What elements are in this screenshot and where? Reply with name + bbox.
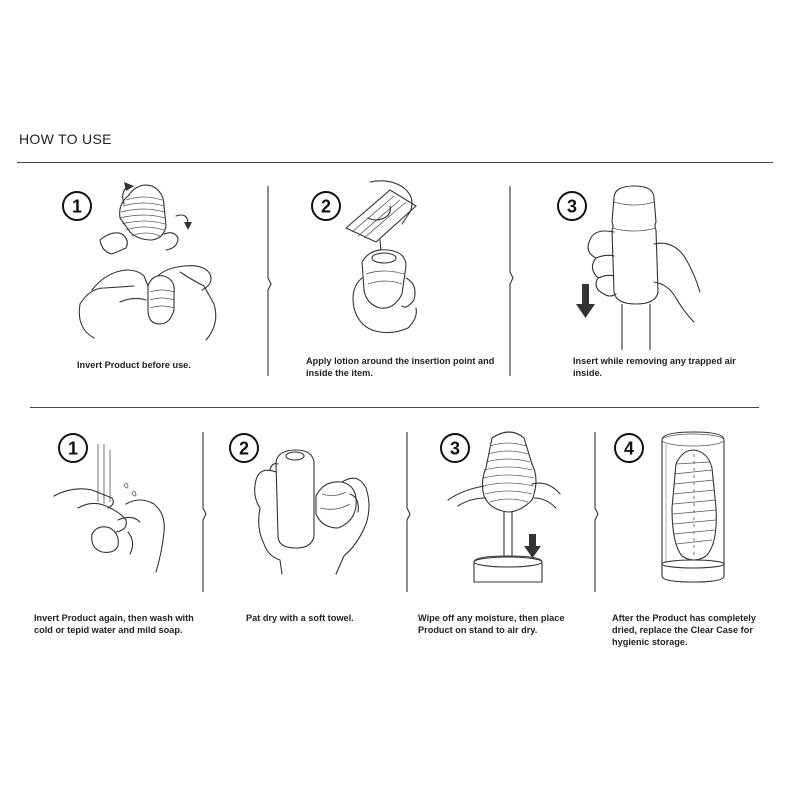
column-separator bbox=[406, 432, 411, 592]
svg-text:1: 1 bbox=[72, 197, 82, 217]
top-divider bbox=[17, 162, 773, 163]
svg-text:3: 3 bbox=[450, 439, 460, 459]
page-title: HOW TO USE bbox=[19, 131, 112, 147]
step-caption: After the Product has completely dried, … bbox=[612, 613, 756, 647]
column-separator bbox=[594, 432, 599, 592]
step-number-badge: 2 bbox=[229, 433, 259, 463]
step-caption: Pat dry with a soft towel. bbox=[246, 613, 354, 623]
column-separator bbox=[509, 186, 514, 376]
invert-product-illustration: 1 bbox=[62, 182, 217, 341]
section-divider bbox=[30, 407, 759, 408]
step-number-badge: 3 bbox=[557, 191, 587, 221]
svg-text:2: 2 bbox=[239, 439, 249, 459]
svg-text:3: 3 bbox=[567, 197, 577, 217]
step-number-badge: 3 bbox=[440, 433, 470, 463]
svg-text:2: 2 bbox=[321, 197, 331, 217]
step-caption: Apply lotion around the insertion point … bbox=[306, 356, 495, 378]
wash-product-illustration: 1 bbox=[53, 433, 165, 573]
step-caption: Insert while removing any trapped air in… bbox=[573, 356, 736, 378]
air-dry-stand-illustration: 3 bbox=[440, 431, 561, 583]
step-caption: Wipe off any moisture, then place Produc… bbox=[418, 613, 565, 635]
column-separator bbox=[202, 432, 207, 592]
step-number-badge: 2 bbox=[311, 191, 341, 221]
apply-lotion-illustration: 2 bbox=[311, 180, 417, 334]
pat-dry-illustration: 2 bbox=[229, 433, 370, 575]
svg-text:4: 4 bbox=[624, 439, 634, 459]
step-number-badge: 1 bbox=[62, 191, 92, 221]
clear-case-storage-illustration: 4 bbox=[614, 431, 725, 583]
step-caption: Invert Product again, then wash with col… bbox=[34, 613, 194, 635]
step-number-badge: 1 bbox=[58, 433, 88, 463]
column-separator bbox=[267, 186, 272, 376]
step-caption: Invert Product before use. bbox=[77, 360, 191, 370]
step-number-badge: 4 bbox=[614, 433, 644, 463]
insert-product-illustration: 3 bbox=[557, 185, 701, 350]
svg-text:1: 1 bbox=[68, 439, 78, 459]
